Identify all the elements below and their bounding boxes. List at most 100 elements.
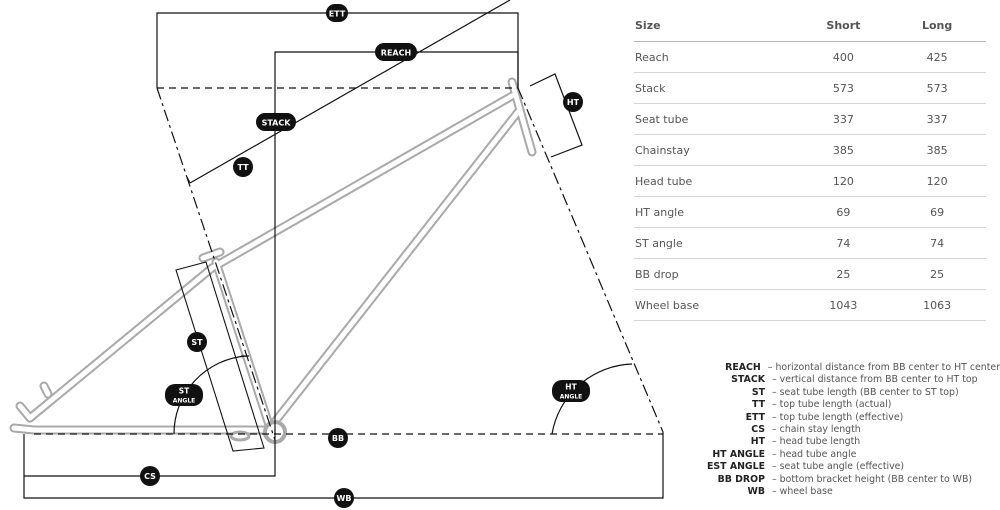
row-label: BB drop [634, 258, 799, 290]
chainstay-yoke [229, 430, 251, 442]
badge-st: ST [187, 332, 207, 352]
badge-stack: STACK [256, 113, 296, 131]
legend-key: ETT [745, 411, 765, 423]
row-label: HT angle [634, 196, 799, 228]
row-label: Stack [634, 72, 799, 104]
row-long: 337 [888, 103, 986, 135]
head-angle-line [517, 87, 664, 433]
measurement-lines [23, 0, 664, 499]
legend-item: TT – top tube length (actual) [700, 399, 1000, 411]
legend-desc: – head tube angle [772, 448, 857, 460]
st-angle-arc [173, 355, 247, 435]
row-short: 25 [798, 258, 889, 290]
legend-item: ST – seat tube length (BB center to ST t… [700, 387, 1000, 399]
table-row: Reach 400 425 [634, 41, 986, 73]
geometry-table: Size Short Long Reach 400 425 Stack 573 … [634, 10, 986, 321]
badge-ett-label: ETT [329, 10, 346, 19]
header-size: Size [634, 10, 799, 42]
row-short: 120 [798, 165, 889, 197]
table-header-row: Size Short Long [634, 10, 986, 42]
badge-reach: REACH [375, 43, 417, 61]
badge-ht-angle-line1: HT [565, 383, 577, 392]
badge-ht-label: HT [567, 98, 580, 107]
legend-key: HT [750, 436, 765, 448]
row-long: 25 [888, 258, 986, 290]
legend-desc: – bottom bracket height (BB center to WB… [772, 473, 973, 485]
badge-stack-label: STACK [262, 119, 292, 128]
badge-wb-label: WB [337, 494, 352, 503]
legend-key: CS [751, 424, 765, 436]
ett-dimension-line [156, 12, 519, 88]
badge-st-angle: ST ANGLE [165, 384, 203, 406]
legend-item: CS – chain stay length [700, 424, 1000, 436]
table-row: Seat tube 337 337 [634, 103, 986, 135]
row-short: 69 [798, 196, 889, 228]
legend-item: HT – head tube length [700, 436, 1000, 448]
st-dimension-line [175, 261, 265, 452]
row-label: Reach [634, 41, 799, 73]
row-label: Wheel base [634, 289, 799, 321]
legend-key: HT ANGLE [712, 448, 765, 460]
row-long: 385 [888, 134, 986, 166]
legend-desc: – horizontal distance from BB center to … [767, 362, 1000, 373]
legend-desc: – top tube length (effective) [772, 411, 904, 423]
legend-item: EST ANGLE – seat tube angle (effective) [700, 461, 1000, 473]
badge-reach-label: REACH [381, 49, 411, 58]
row-long: 120 [888, 165, 986, 197]
legend-key: ST [751, 386, 765, 398]
badge-ht-angle-line2: ANGLE [560, 394, 583, 401]
row-long: 74 [888, 227, 986, 259]
row-short: 573 [798, 72, 889, 104]
legend-desc: – top tube length (actual) [772, 399, 892, 411]
legend-key: BB DROP [717, 473, 765, 485]
row-short: 337 [798, 103, 889, 135]
legend-key: REACH [725, 362, 761, 373]
table-row: Wheel base 1043 1063 [634, 289, 986, 321]
row-short: 74 [798, 227, 889, 259]
row-label: Seat tube [634, 103, 799, 135]
legend-key: EST ANGLE [707, 461, 765, 473]
row-long: 425 [888, 41, 986, 73]
badge-tt: TT [233, 157, 253, 177]
legend-desc: – vertical distance from BB center to HT… [772, 374, 978, 386]
badge-cs: CS [140, 466, 160, 486]
legend-desc: – chain stay length [772, 424, 861, 436]
legend-item: BB DROP – bottom bracket height (BB cent… [700, 474, 1000, 486]
table-row: BB drop 25 25 [634, 258, 986, 290]
badge-ht: HT [563, 92, 583, 112]
seat-angle-line [156, 87, 276, 441]
badge-ett: ETT [326, 4, 348, 22]
legend-item: REACH – horizontal distance from BB cent… [700, 362, 1000, 374]
row-short: 400 [798, 41, 889, 73]
legend-key: STACK [731, 374, 765, 386]
legend-desc: – head tube length [772, 436, 861, 448]
badge-tt-label: TT [237, 163, 249, 172]
legend-desc: – wheel base [772, 486, 833, 498]
badge-ht-angle: HT ANGLE [552, 380, 590, 402]
row-long: 573 [888, 72, 986, 104]
badge-st-angle-line2: ANGLE [173, 398, 196, 405]
badge-st-angle-line1: ST [179, 387, 190, 396]
badge-bb-label: BB [332, 434, 344, 443]
legend-key: TT [751, 399, 765, 411]
legend-desc: – seat tube angle (effective) [772, 461, 905, 473]
frame-geometry-diagram: ETT REACH STACK TT HT ST ST ANGLE HT ANG… [9, 0, 664, 508]
row-short: 1043 [798, 289, 889, 321]
legend-item: STACK – vertical distance from BB center… [700, 374, 1000, 386]
table-row: Chainstay 385 385 [634, 134, 986, 166]
legend-desc: – seat tube length (BB center to ST top) [772, 386, 959, 398]
row-label: Chainstay [634, 134, 799, 166]
header-long: Long [888, 10, 986, 42]
header-short: Short [798, 10, 889, 42]
table-row: Head tube 120 120 [634, 165, 986, 197]
abbreviation-legend: REACH – horizontal distance from BB cent… [700, 362, 1000, 498]
tt-dimension-line [189, 0, 511, 184]
row-short: 385 [798, 134, 889, 166]
legend-item: HT ANGLE – head tube angle [700, 449, 1000, 461]
table-row: ST angle 74 74 [634, 227, 986, 259]
badge-wb: WB [334, 488, 354, 508]
table-row: Stack 573 573 [634, 72, 986, 104]
row-long: 69 [888, 196, 986, 228]
badge-st-label: ST [191, 338, 203, 347]
ht-dimension-line [529, 73, 583, 158]
